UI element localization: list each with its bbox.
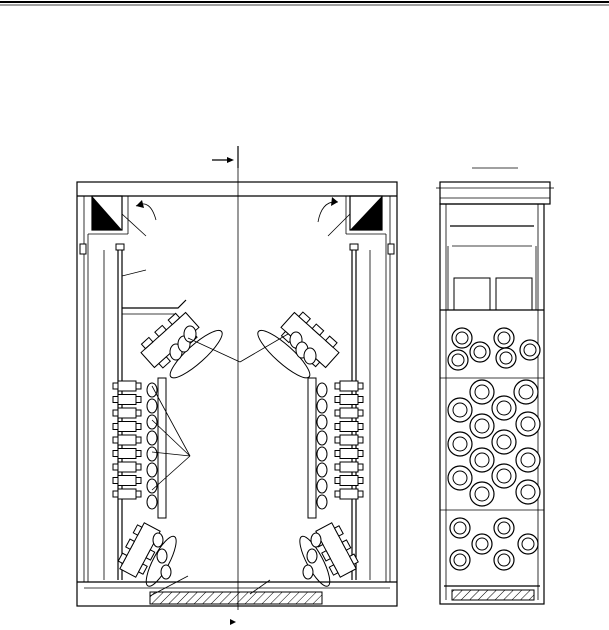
- column-block: [339, 461, 359, 473]
- left-lower-bulbs: [152, 532, 172, 580]
- column-block: [339, 434, 359, 446]
- column-tab: [357, 396, 364, 403]
- column-tab: [357, 463, 364, 471]
- left-rotation-arrow: [135, 200, 157, 221]
- column-leader-lines: [151, 385, 191, 491]
- column-bulb: [316, 494, 328, 510]
- column-bulb: [316, 398, 328, 414]
- column-tab: [135, 396, 142, 403]
- column-tab: [357, 423, 364, 430]
- column-bulb: [146, 430, 158, 446]
- side-body: [439, 203, 545, 605]
- side-top-cap: [436, 181, 554, 205]
- column-bulb: [146, 414, 158, 430]
- column-tab: [334, 436, 341, 444]
- column-tab: [112, 477, 119, 484]
- column-tab: [334, 423, 341, 430]
- column-tab: [112, 382, 119, 390]
- column-block: [117, 488, 137, 500]
- column-tab: [135, 436, 142, 444]
- column-tab: [112, 463, 119, 471]
- column-bulb: [146, 462, 158, 478]
- column-tab: [357, 382, 364, 390]
- column-block: [339, 448, 359, 459]
- column-tab: [112, 423, 119, 430]
- column-tab: [135, 463, 142, 471]
- column-bulb: [316, 382, 328, 398]
- column-bulb: [316, 462, 328, 478]
- column-tab: [112, 436, 119, 444]
- column-tab: [334, 396, 341, 403]
- right-rotation-arrow: [317, 197, 339, 223]
- side-cap-group-top: [447, 327, 541, 371]
- left-upper-bulbs: [169, 325, 197, 361]
- column-bulb: [146, 382, 158, 398]
- column-block: [339, 380, 359, 392]
- column-block: [339, 421, 359, 432]
- column-tab: [357, 490, 364, 498]
- upper-leader-lines: [187, 333, 289, 363]
- front-base: [77, 575, 397, 605]
- section-marker-bottom: [230, 619, 236, 625]
- column-bulb: [146, 494, 158, 510]
- column-block: [117, 475, 137, 486]
- left-corner-bracket: [91, 195, 147, 237]
- left-column-stack: [112, 377, 167, 519]
- column-tab: [334, 409, 341, 417]
- column-rail: [157, 377, 167, 519]
- column-tab: [357, 409, 364, 417]
- column-block: [117, 434, 137, 446]
- outer-housing: [76, 181, 398, 607]
- column-tab: [112, 450, 119, 457]
- column-tab: [357, 436, 364, 444]
- column-tab: [334, 463, 341, 471]
- column-bulb: [316, 478, 328, 494]
- left-lower-module: [117, 522, 177, 587]
- column-tab: [135, 477, 142, 484]
- column-bulb: [146, 478, 158, 494]
- column-block: [117, 448, 137, 459]
- right-upper-bulbs: [289, 331, 317, 365]
- column-block: [117, 380, 137, 392]
- column-tab: [112, 490, 119, 498]
- column-tab: [357, 450, 364, 457]
- column-tab: [135, 490, 142, 498]
- column-bulb: [146, 446, 158, 462]
- column-block: [339, 407, 359, 419]
- side-cap-group-middle: [447, 379, 541, 507]
- column-bulb: [316, 414, 328, 430]
- column-tab: [135, 423, 142, 430]
- column-tab: [334, 477, 341, 484]
- column-tab: [112, 409, 119, 417]
- right-corner-bracket: [327, 195, 383, 237]
- right-column-stack: [307, 377, 364, 519]
- column-rail: [307, 377, 317, 519]
- side-cap-group-bottom: [449, 517, 539, 571]
- page-top-rule: [0, 1, 609, 6]
- column-tab: [112, 396, 119, 403]
- column-tab: [334, 490, 341, 498]
- column-block: [117, 407, 137, 419]
- section-marker-top: [212, 146, 239, 168]
- column-tab: [357, 477, 364, 484]
- column-bulb: [316, 430, 328, 446]
- column-bulb: [146, 398, 158, 414]
- column-bulb: [316, 446, 328, 462]
- column-block: [339, 475, 359, 486]
- front-section-view: [76, 146, 398, 625]
- column-tab: [334, 382, 341, 390]
- side-view: [436, 167, 554, 605]
- column-tab: [135, 382, 142, 390]
- column-block: [339, 394, 359, 405]
- column-tab: [135, 450, 142, 457]
- column-block: [117, 394, 137, 405]
- column-block: [339, 488, 359, 500]
- column-tab: [334, 450, 341, 457]
- column-block: [117, 421, 137, 432]
- column-tab: [135, 409, 142, 417]
- column-block: [117, 461, 137, 473]
- right-lower-bulbs: [302, 532, 322, 580]
